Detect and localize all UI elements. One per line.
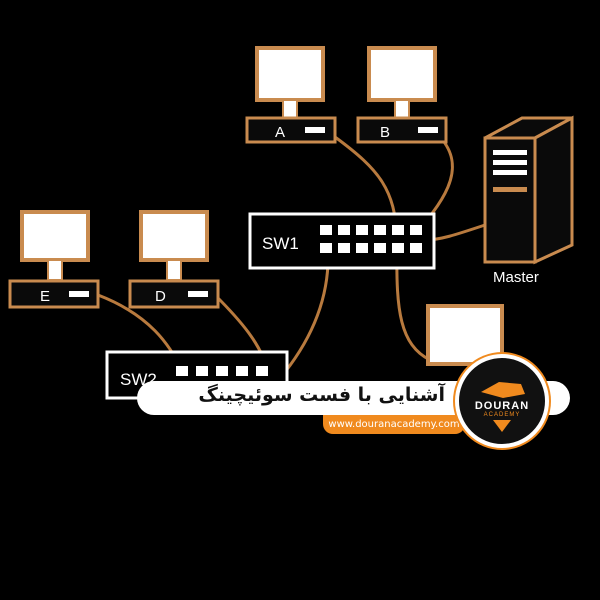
- monitor-a: [255, 46, 325, 102]
- academy-logo: DOURAN ACADEMY: [455, 354, 549, 448]
- computer-d-label: D: [155, 288, 166, 305]
- sw2-ports: [176, 366, 268, 376]
- monitor-partial: [426, 304, 504, 366]
- monitor-d: [139, 210, 209, 262]
- monitor-e: [20, 210, 90, 262]
- server-front: [483, 136, 537, 264]
- server-label: Master: [493, 269, 539, 286]
- logo-word: DOURAN: [474, 400, 530, 412]
- switch-sw1-body: [248, 212, 436, 270]
- banner-title: آشنایی با فست سوئیچینگ: [198, 384, 445, 406]
- computer-e-label: E: [40, 288, 50, 305]
- computer-e: E: [8, 210, 100, 309]
- monitor-b: [367, 46, 437, 102]
- logo-sub: ACADEMY: [483, 412, 521, 418]
- computer-d: D: [128, 210, 220, 309]
- computer-a-label: A: [275, 124, 285, 141]
- computer-b: B: [356, 46, 448, 144]
- computer-a: A: [245, 46, 337, 144]
- master-server: Master: [483, 115, 574, 286]
- switch-sw1: SW1: [248, 212, 436, 270]
- computer-b-label: B: [380, 124, 390, 141]
- computer-partial: [426, 304, 504, 366]
- tower-d: [128, 279, 220, 309]
- sw1-ports: [320, 225, 422, 253]
- logo-emblem-icon: [481, 382, 525, 432]
- switch-sw1-label: SW1: [262, 234, 299, 253]
- website-url[interactable]: www.douranacademy.com: [323, 415, 465, 434]
